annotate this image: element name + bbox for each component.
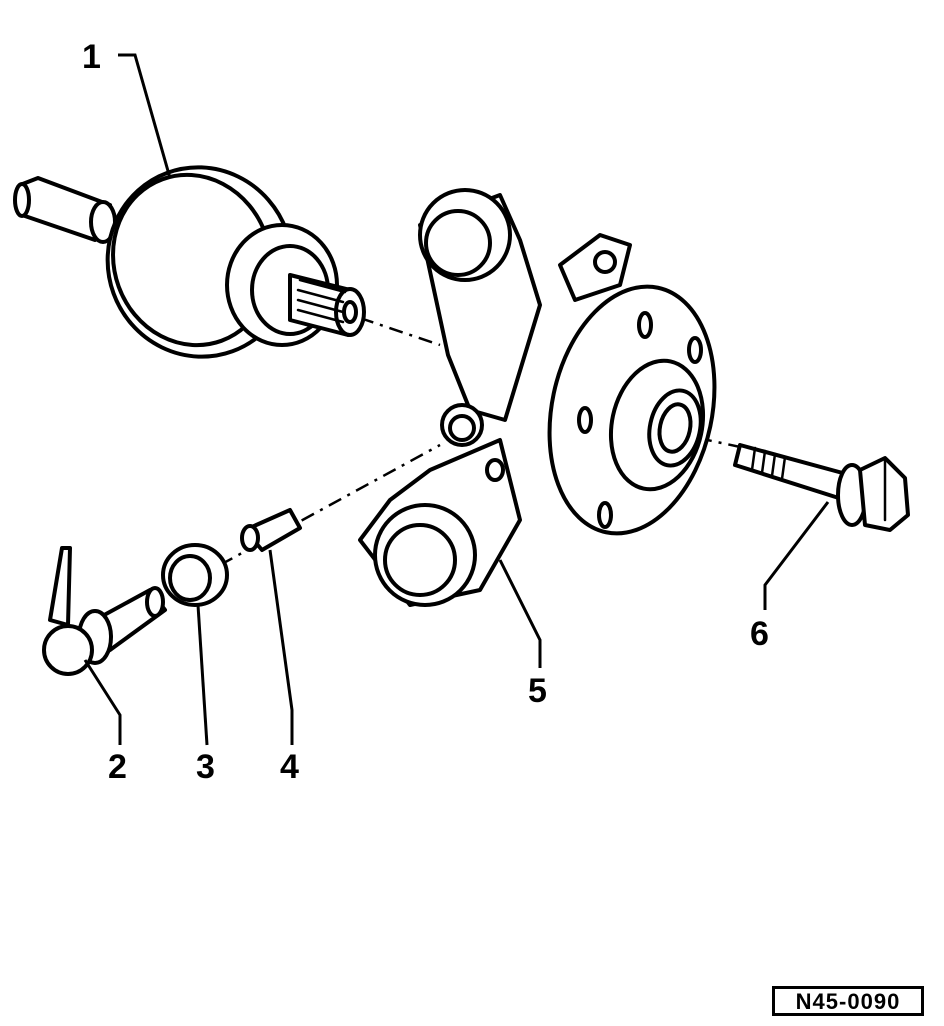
callout-6: 6 xyxy=(750,615,769,653)
clamp-sleeve xyxy=(240,508,302,552)
callout-5: 5 xyxy=(528,672,547,710)
callout-1: 1 xyxy=(82,38,101,76)
ball-joint xyxy=(42,546,167,676)
reference-code-label: N45-0090 xyxy=(772,986,924,1016)
wheel-bearing-housing xyxy=(358,188,717,607)
callout-4: 4 xyxy=(280,748,299,786)
callout-2: 2 xyxy=(108,748,127,786)
leader-lines xyxy=(83,53,830,746)
callout-3: 3 xyxy=(196,748,215,786)
drive-shaft-cv-joint xyxy=(13,165,366,359)
hex-bolt xyxy=(733,443,910,532)
bushing-ring xyxy=(161,543,229,607)
